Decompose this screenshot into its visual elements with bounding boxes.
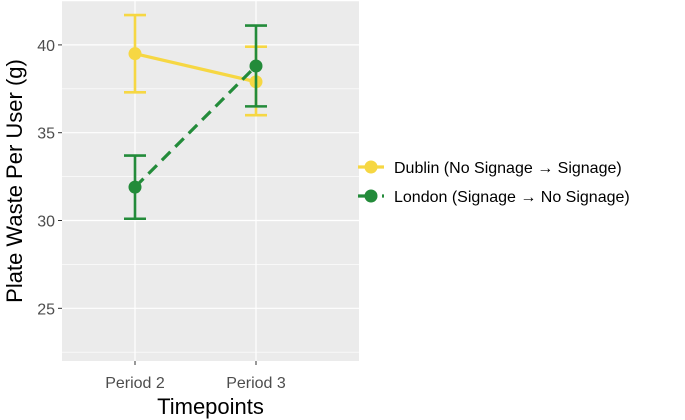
data-point (128, 47, 142, 61)
y-tick-label: 35 (37, 126, 55, 143)
y-axis-ticks: 25 30 35 40 (37, 38, 62, 318)
legend-item: Dublin (No Signage → Signage) (358, 160, 622, 177)
x-axis-title: Timepoints (157, 394, 264, 419)
legend-label: Dublin (No Signage → Signage) (394, 160, 622, 177)
x-axis-ticks: Period 2 Period 3 (105, 361, 286, 392)
y-axis-title: Plate Waste Per User (g) (2, 59, 27, 303)
series-layer (124, 13, 267, 221)
x-tick-label: Period 2 (105, 375, 165, 392)
x-tick-label: Period 3 (226, 375, 286, 392)
legend-label: London (Signage → No Signage) (394, 189, 630, 206)
series-london (124, 24, 267, 221)
y-tick-label: 40 (37, 38, 55, 55)
data-point (128, 180, 142, 194)
series-line (133, 64, 258, 189)
legend-key-point (364, 189, 378, 203)
plot-panel (62, 1, 359, 361)
grid-minor (62, 0, 359, 353)
data-point (249, 59, 263, 73)
legend: Dublin (No Signage → Signage) London (Sig… (358, 160, 630, 206)
y-tick-label: 30 (37, 214, 55, 231)
series-line (134, 52, 257, 84)
y-tick-label: 25 (37, 301, 55, 318)
legend-key-point (364, 160, 378, 174)
legend-item: London (Signage → No Signage) (358, 189, 630, 206)
